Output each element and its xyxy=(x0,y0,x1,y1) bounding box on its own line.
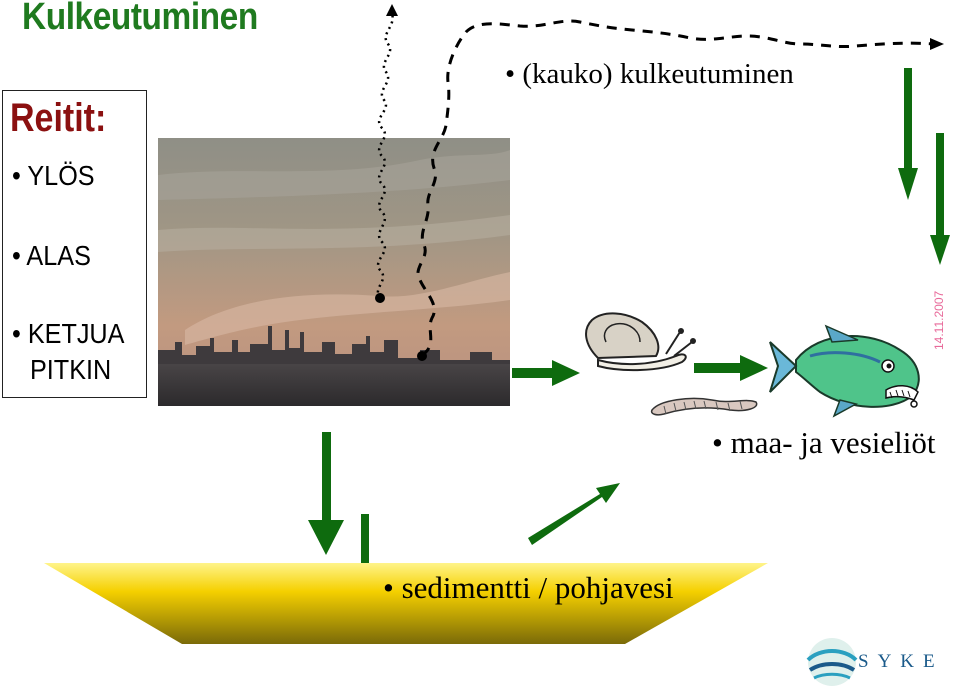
worm-icon xyxy=(650,397,758,416)
route-along-chain: • KETJUA xyxy=(12,318,125,349)
date-stamp: 14.11.2007 xyxy=(932,290,946,350)
upward-transport-path xyxy=(375,4,398,303)
city-smoke-image xyxy=(158,138,510,406)
deposition-arrow-right-1 xyxy=(898,68,918,200)
fish-icon xyxy=(769,324,920,418)
long-range-transport-path xyxy=(416,19,944,361)
routes-box xyxy=(2,90,147,398)
syke-logo-text: SYKE xyxy=(858,651,944,672)
syke-logo-icon xyxy=(806,638,858,686)
arrow-up-from-sediment xyxy=(528,483,620,545)
organisms-label: • maa- ja vesieliöt xyxy=(712,425,936,460)
snail-icon xyxy=(585,312,696,372)
route-down: • ALAS xyxy=(12,240,91,271)
sediment-label: • sedimentti / pohjavesi xyxy=(383,570,674,605)
route-along-chain-continuation: PITKIN xyxy=(30,354,112,385)
route-up: • YLÖS xyxy=(12,160,95,191)
arrow-down-to-sediment-1 xyxy=(308,432,344,555)
deposition-arrow-right-2 xyxy=(930,133,950,265)
long-range-transport-label: • (kauko) kulkeutuminen xyxy=(505,58,794,90)
arrow-to-snail xyxy=(512,360,580,386)
arrow-to-fish xyxy=(694,355,768,381)
sediment-layer xyxy=(44,563,768,644)
page-title: Kulkeutuminen xyxy=(22,0,258,38)
routes-heading: Reitit: xyxy=(10,96,107,140)
